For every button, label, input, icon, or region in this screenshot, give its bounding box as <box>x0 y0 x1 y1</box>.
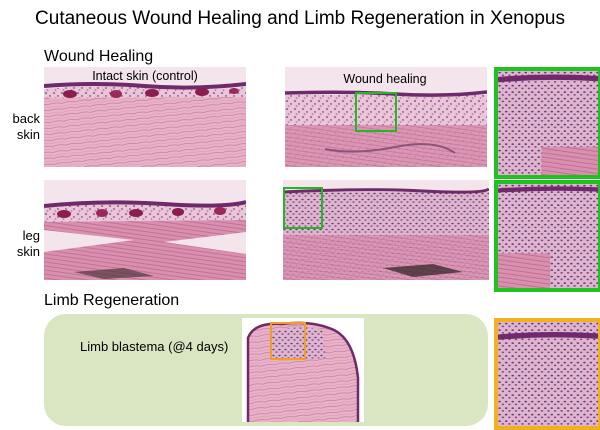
histology-back-intact <box>44 67 246 167</box>
section-wound-healing: Wound Healing <box>44 48 154 65</box>
zoom-blastema-svg <box>498 322 598 426</box>
zoom-panel-blastema <box>494 318 600 430</box>
row-label-leg-line2: skin <box>16 244 40 259</box>
zoom-box-back <box>355 92 397 132</box>
caption-wound: Wound healing <box>343 72 427 86</box>
histology-leg-intact <box>44 180 246 280</box>
back-intact-svg <box>44 67 246 167</box>
row-label-back: back skin <box>4 111 40 143</box>
row-label-leg: leg skin <box>4 228 40 260</box>
caption-intact: Intact skin (control) <box>92 69 198 83</box>
row-label-back-line1: back <box>12 111 40 126</box>
zoom-leg-svg <box>498 184 598 288</box>
caption-blastema: Limb blastema (@4 days) <box>80 339 229 354</box>
section-limb-regeneration: Limb Regeneration <box>44 292 180 309</box>
blastema-svg <box>242 318 364 422</box>
figure-title: Cutaneous Wound Healing and Limb Regener… <box>35 8 565 29</box>
histology-leg-wound <box>283 180 489 280</box>
zoom-back-svg <box>498 71 598 175</box>
leg-wound-svg <box>283 180 489 280</box>
zoom-box-leg <box>283 187 323 229</box>
leg-intact-svg <box>44 180 246 280</box>
zoom-panel-back <box>494 67 600 179</box>
zoom-box-blastema <box>270 322 306 360</box>
zoom-panel-leg <box>494 180 600 292</box>
histology-blastema <box>242 318 364 422</box>
row-label-back-line2: skin <box>16 127 40 142</box>
row-label-leg-line1: leg <box>22 228 40 243</box>
